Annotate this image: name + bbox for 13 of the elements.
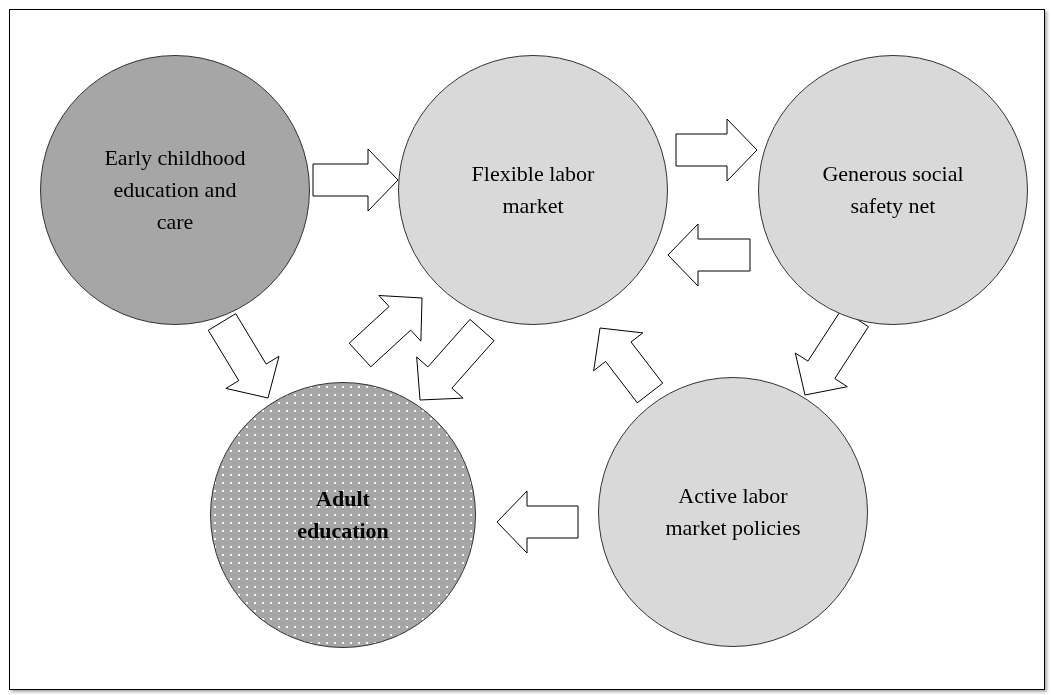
node-label: Early childhood education and care	[103, 144, 247, 236]
block-arrow	[416, 318, 495, 401]
node-label: Adult education	[296, 485, 390, 545]
block-arrow	[496, 490, 579, 554]
block-arrow	[312, 148, 399, 212]
block-arrow	[593, 327, 664, 404]
node-label: Generous social safety net	[821, 160, 965, 220]
node-label: Flexible labor market	[470, 160, 596, 220]
block-arrow	[348, 295, 423, 368]
block-arrow	[675, 118, 758, 182]
block-arrow	[207, 313, 280, 399]
block-arrow	[667, 223, 751, 287]
node-label: Active labor market policies	[664, 482, 802, 542]
